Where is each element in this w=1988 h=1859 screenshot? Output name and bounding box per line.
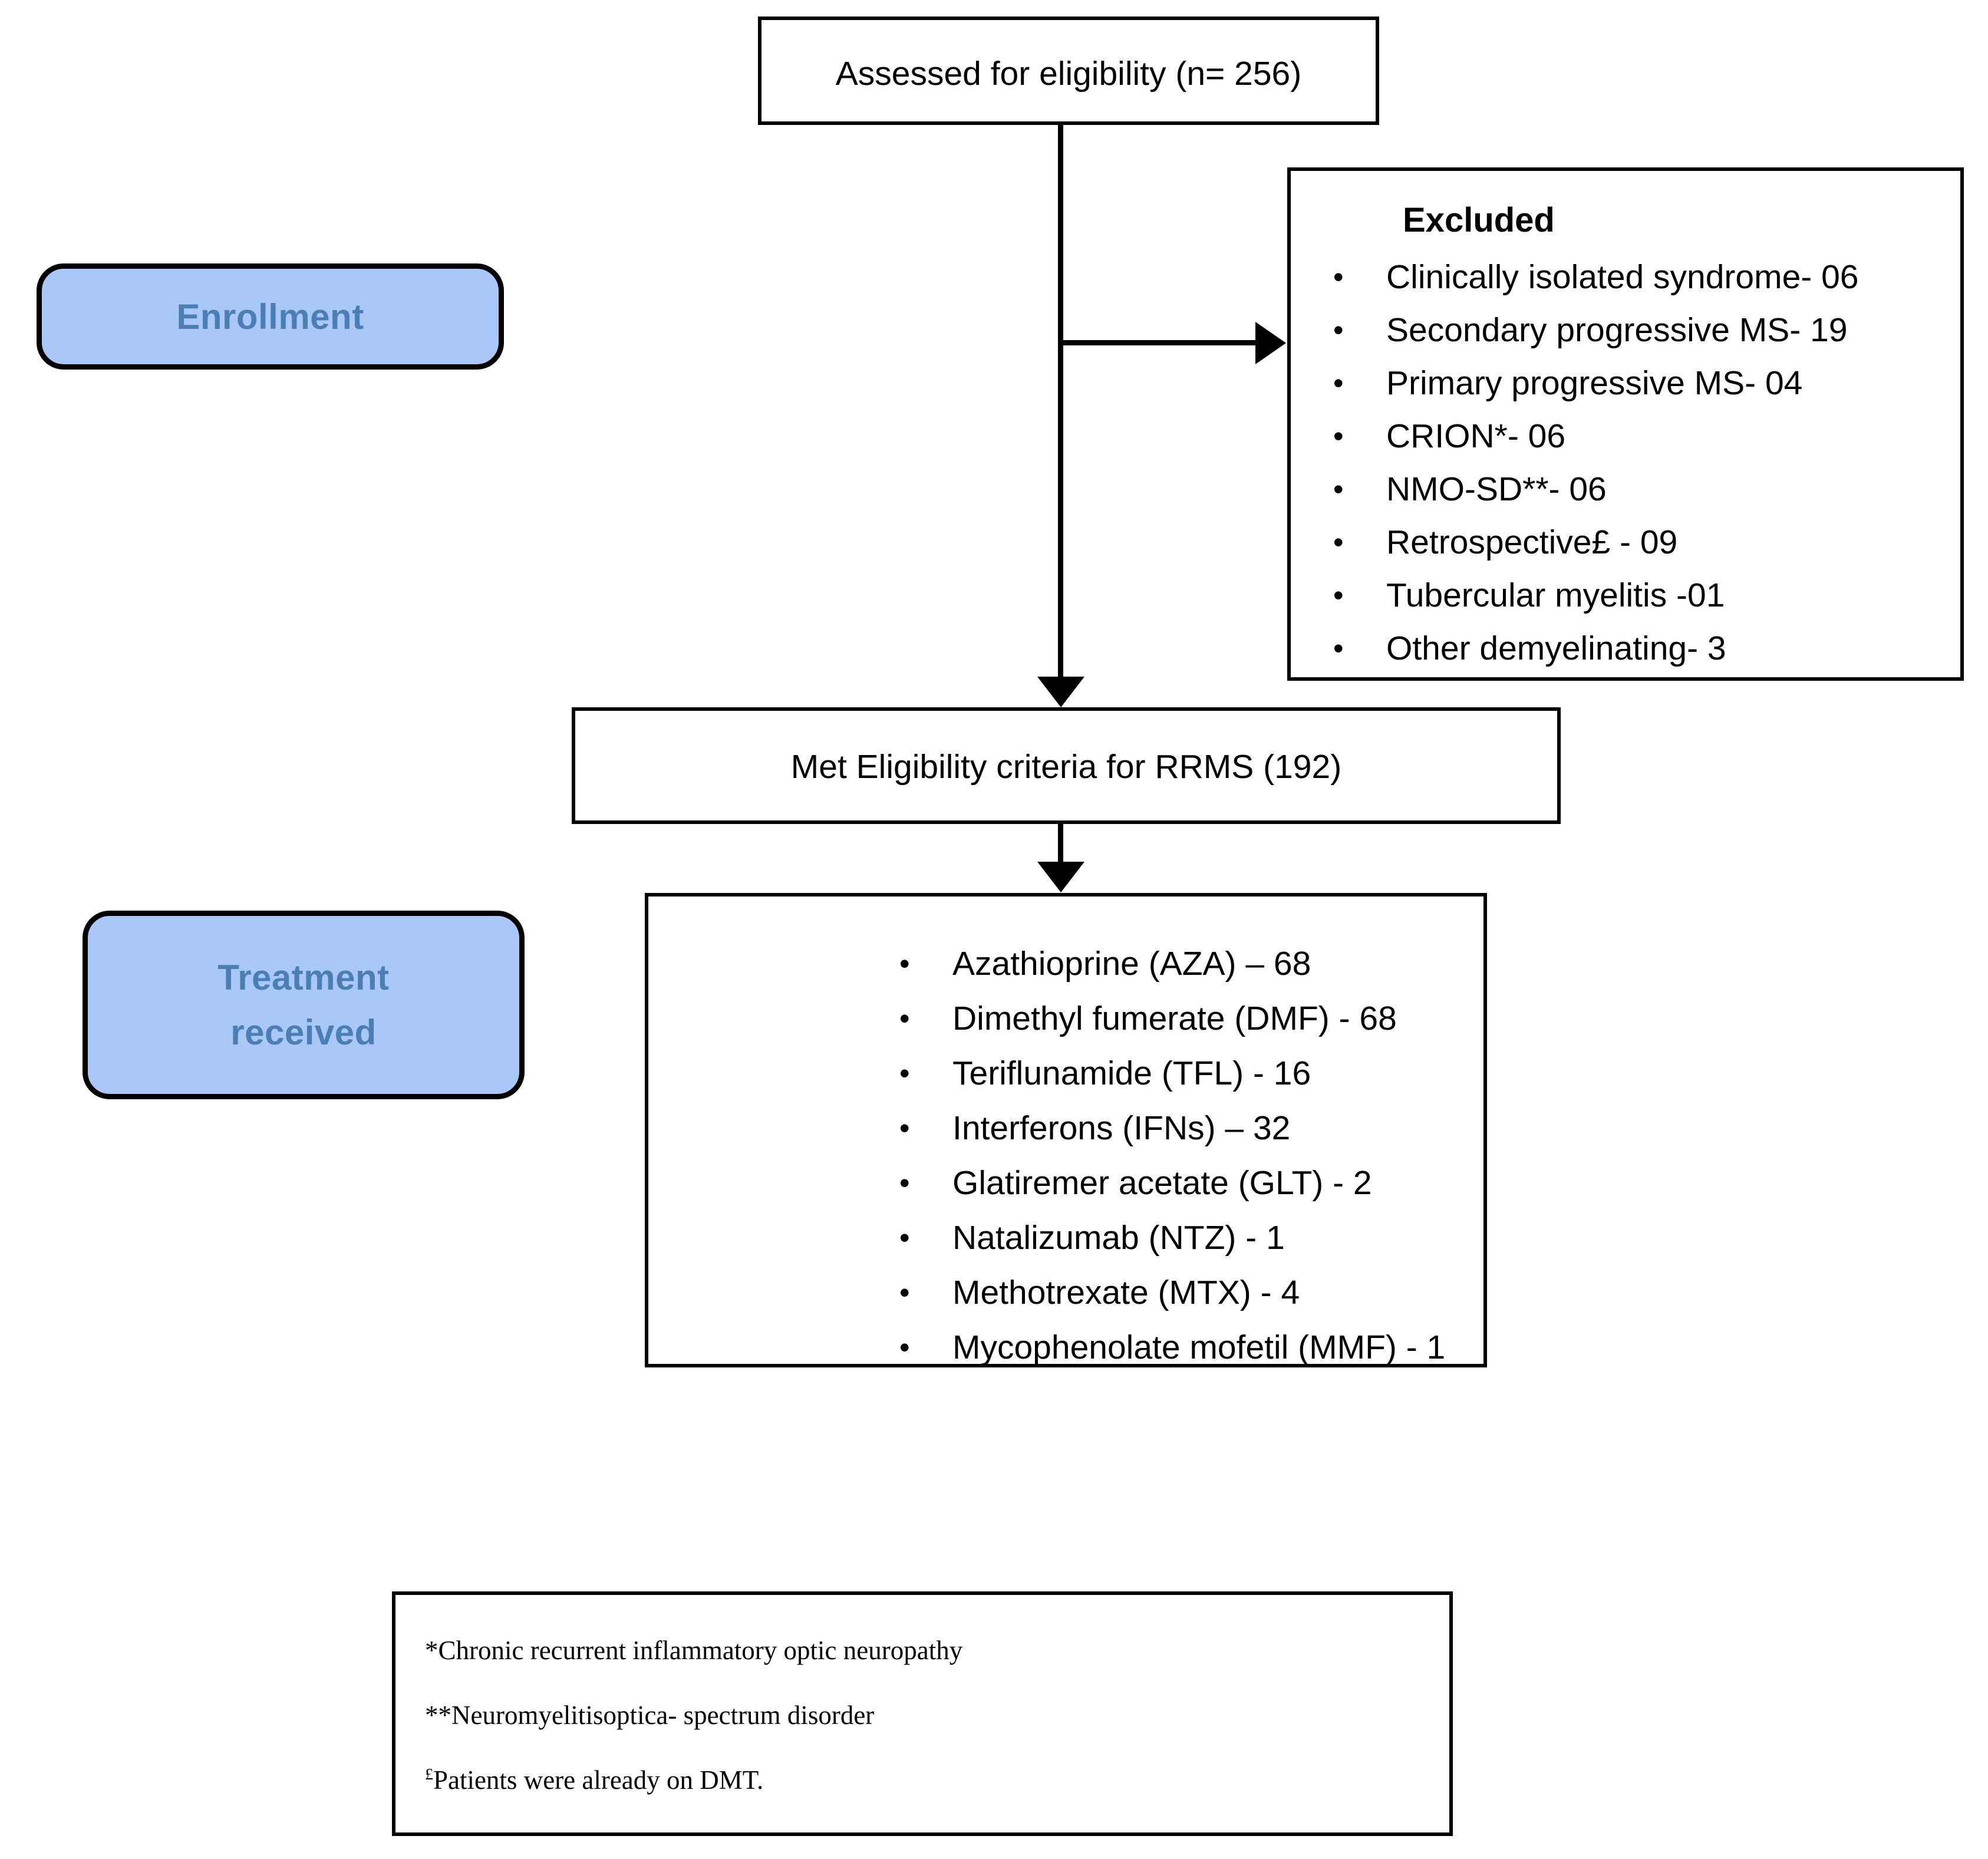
list-item: Tubercular myelitis -01 [1323,569,1859,622]
footnote-box: *Chronic recurrent inflammatory optic ne… [392,1591,1453,1836]
list-item: Natalizumab (NTZ) - 1 [889,1211,1445,1265]
node-excluded: Excluded Clinically isolated syndrome- 0… [1287,167,1964,681]
stage-treatment-received: Treatment received [83,911,525,1099]
list-item: Clinically isolated syndrome- 06 [1323,250,1859,304]
footnote-text-3: Patients were already on DMT. [433,1765,764,1795]
list-item: Retrospective£ - 09 [1323,516,1859,569]
list-item: Glatiremer acetate (GLT) - 2 [889,1156,1445,1211]
list-item: Secondary progressive MS- 19 [1323,304,1859,357]
footnote-line-1: *Chronic recurrent inflammatory optic ne… [425,1635,962,1666]
stage-enrollment-label: Enrollment [176,296,364,337]
footnote-marker-pound: £ [425,1765,433,1784]
node-assessed-for-eligibility: Assessed for eligibility (n= 256) [758,17,1379,125]
node-treatments: Azathioprine (AZA) – 68 Dimethyl fumerat… [645,893,1487,1375]
node-excluded-title: Excluded [1403,201,1555,239]
arrowhead-to-excluded [1255,322,1286,364]
list-item: Azathioprine (AZA) – 68 [889,937,1445,991]
stage-treatment-line2: received [230,1013,377,1052]
footnote-line-3: £Patients were already on DMT. [425,1765,763,1795]
list-item: Primary progressive MS- 04 [1323,357,1859,410]
footnote-marker-double-asterisk: ** [425,1700,451,1730]
node-excluded-list: Clinically isolated syndrome- 06 Seconda… [1323,250,1859,675]
footnote-line-2: **Neuromyelitisoptica- spectrum disorder [425,1700,874,1731]
list-item: Teriflunamide (TFL) - 16 [889,1046,1445,1101]
stage-treatment-line1: Treatment [217,958,390,997]
list-item: NMO-SD**- 06 [1323,463,1859,516]
list-item: Methotrexate (MTX) - 4 [889,1265,1445,1320]
list-item: Interferons (IFNs) – 32 [889,1101,1445,1156]
arrowhead-assessed-to-eligible [1037,677,1084,707]
list-item: Mycophenolate mofetil (MMF) - 1 [889,1320,1445,1375]
connector-assessed-vertical [1058,125,1063,678]
node-treatments-list: Azathioprine (AZA) – 68 Dimethyl fumerat… [889,937,1445,1375]
footnote-text-2: Neuromyelitisoptica- spectrum disorder [451,1700,875,1730]
stage-enrollment: Enrollment [37,263,504,370]
arrowhead-to-treatments [1037,862,1084,892]
node-assessed-label: Assessed for eligibility (n= 256) [835,55,1302,93]
list-item: CRION*- 06 [1323,410,1859,463]
node-met-eligibility: Met Eligibility criteria for RRMS (192) [572,707,1561,824]
list-item: Other demyelinating- 3 [1323,622,1859,675]
list-item: Dimethyl fumerate (DMF) - 68 [889,991,1445,1046]
connector-eligible-vertical [1058,824,1063,864]
connector-excluded-horizontal [1063,340,1257,345]
node-met-eligibility-label: Met Eligibility criteria for RRMS (192) [790,748,1342,786]
footnote-marker-asterisk: * [425,1636,439,1665]
stage-treatment-received-label: Treatment received [217,950,389,1060]
footnote-text-1: Chronic recurrent inflammatory optic neu… [438,1636,963,1665]
